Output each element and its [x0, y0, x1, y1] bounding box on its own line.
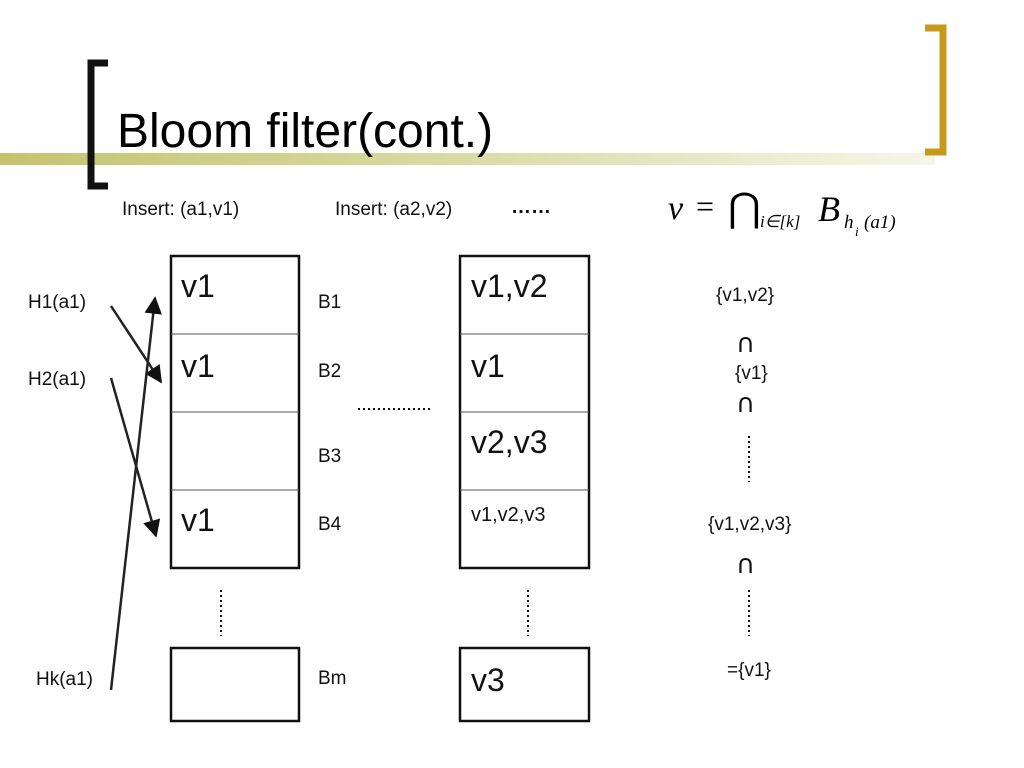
- array1-last-box: [169, 646, 301, 723]
- formula-B-subscript-i: i: [855, 224, 859, 239]
- array2-last-box: [458, 646, 591, 723]
- formula-B-subscript-arg: (a1): [864, 212, 896, 233]
- bucket-label-b3: B3: [318, 446, 342, 467]
- array1-cell-2: v1: [181, 348, 215, 384]
- bucket-label-b4: B4: [318, 514, 342, 535]
- h2-arrow: [109, 377, 161, 538]
- header-ellipsis: ……: [511, 196, 551, 218]
- hk-arrow: [109, 296, 162, 691]
- intersection-set-3: {v1,v2,v3}: [708, 514, 792, 535]
- array1-cell-1: v1: [181, 268, 215, 304]
- bucket-label-b1: B1: [318, 292, 342, 313]
- formula-cap-subscript: i∈[k]: [760, 212, 801, 231]
- right-bracket: [925, 24, 947, 156]
- intersection-formula: v = ⋂ i∈[k] B h i (a1): [668, 185, 918, 239]
- hash-label-h1: H1(a1): [28, 292, 87, 313]
- hash-label-hk: Hk(a1): [36, 669, 94, 690]
- hash-label-h2: H2(a1): [28, 369, 87, 390]
- insert-label-2: Insert: (a2,v2): [335, 199, 453, 220]
- intersection-cap-symbol: ∩: [736, 550, 756, 580]
- bucket-label-b2: B2: [318, 361, 342, 382]
- intersection-cap-symbol: ∩: [736, 389, 756, 419]
- intersection-set-2: {v1}: [735, 363, 768, 384]
- intersection-result: ={v1}: [727, 660, 771, 681]
- page-title: Bloom filter(cont.): [117, 105, 494, 158]
- intersection-cap-symbol: ∩: [736, 329, 756, 359]
- h1-arrow: [109, 305, 163, 384]
- formula-cap-symbol: ⋂: [728, 185, 761, 230]
- intersection-set-1: {v1,v2}: [716, 285, 775, 306]
- formula-lhs: v: [668, 190, 684, 227]
- title-rule: [0, 153, 935, 165]
- array2-cell-last: v3: [471, 662, 505, 698]
- bucket-label-bm: Bm: [318, 668, 347, 689]
- array1-cell-4: v1: [181, 502, 215, 538]
- array2-cell-4: v1,v2,v3: [471, 504, 546, 526]
- insert-label-1: Insert: (a1,v1): [122, 199, 240, 220]
- formula-B-subscript-h: h: [844, 212, 854, 233]
- array2-cell-1: v1,v2: [471, 268, 548, 304]
- array2-cell-3: v2,v3: [471, 424, 548, 460]
- formula-B: B: [818, 189, 840, 229]
- formula-equals: =: [696, 188, 715, 224]
- array2-cell-2: v1: [471, 348, 505, 384]
- left-bracket: [87, 59, 108, 190]
